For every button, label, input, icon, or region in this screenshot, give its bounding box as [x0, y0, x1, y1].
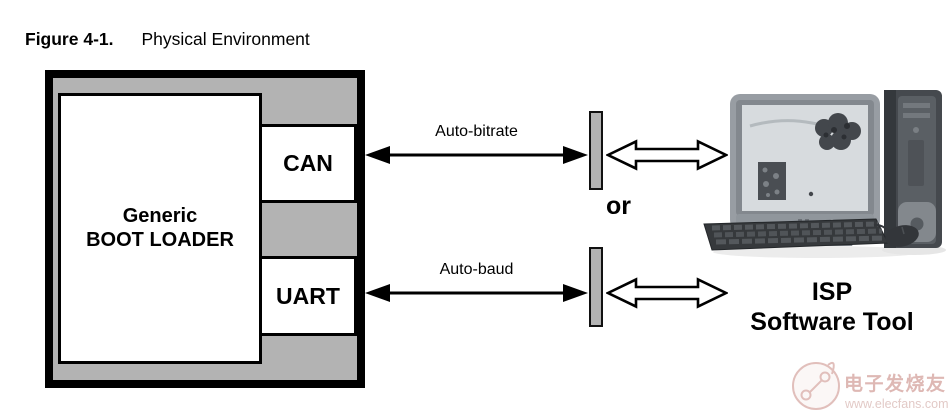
can-connector-bar — [589, 111, 603, 190]
watermark-site-name: 电子发烧友 — [844, 372, 947, 395]
isp-tool-line2: Software Tool — [750, 307, 914, 336]
desktop-computer-image — [703, 90, 946, 258]
isp-tool-label: ISP Software Tool — [716, 278, 948, 337]
can-label: CAN — [283, 150, 333, 176]
or-label: or — [606, 192, 631, 220]
mouse-icon — [873, 223, 919, 247]
uart-bidirectional-arrow-icon — [365, 284, 588, 302]
can-hollow-arrow-icon — [606, 139, 728, 171]
can-bidirectional-arrow-icon — [365, 146, 588, 164]
keyboard-icon — [703, 218, 889, 251]
monitor-icon — [730, 94, 880, 246]
bootloader-label-line1: Generic — [122, 204, 198, 227]
can-interface-box: CAN — [259, 124, 357, 203]
watermark-logo: 电子发烧友 www.elecfans.com — [792, 361, 948, 411]
auto-bitrate-label: Auto-bitrate — [435, 123, 518, 140]
figure-title: Physical Environment — [141, 29, 310, 49]
figure-caption: Figure 4-1. Physical Environment — [25, 29, 310, 50]
figure-number: Figure 4-1. — [25, 29, 114, 49]
uart-label: UART — [276, 282, 340, 309]
bootloader-box: Generic BOOT LOADER — [58, 93, 262, 364]
uart-hollow-arrow-icon — [606, 277, 728, 309]
uart-interface-box: UART — [259, 256, 357, 336]
auto-baud-label: Auto-baud — [439, 261, 514, 278]
watermark-site-url: www.elecfans.com — [844, 397, 948, 411]
uart-connector-bar — [589, 247, 603, 327]
bootloader-label-line2: BOOT LOADER — [86, 228, 234, 251]
pc-tower-icon — [884, 90, 942, 248]
isp-tool-line1: ISP — [811, 278, 853, 306]
